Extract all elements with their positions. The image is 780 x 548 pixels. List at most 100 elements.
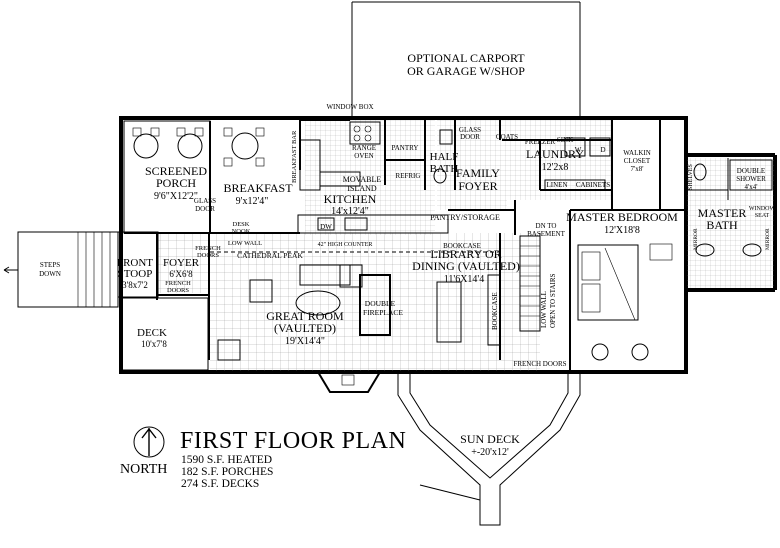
- movable-island-label-2: ISLAND: [347, 184, 377, 193]
- shelves-label: SHELVES: [688, 164, 694, 190]
- front-stoop-label-3: 3'8x7'2: [122, 280, 148, 290]
- breakfast-label-1: BREAKFAST: [223, 181, 293, 195]
- walkin-closet-label-1: WALKIN: [623, 149, 651, 157]
- pantry-label: PANTRY: [392, 144, 419, 152]
- dn-to-basement-label-2: BASEMENT: [527, 230, 565, 238]
- low-wall-top-label: LOW WALL: [228, 240, 262, 247]
- range-oven-label-2: OVEN: [354, 152, 373, 160]
- french-doors-left-label-1: FRENCH: [195, 245, 221, 252]
- screened-porch-label-2: PORCH: [156, 176, 196, 190]
- double-shower-label-3: 4'x4': [744, 183, 757, 191]
- plan-title: FIRST FLOOR PLAN: [180, 428, 407, 454]
- range-oven-label-1: RANGE: [352, 144, 376, 152]
- movable-island-label-1: MOVABLE: [343, 175, 382, 184]
- screened-porch-label-3: 9'6"X12'2": [154, 191, 198, 202]
- library-label-1: LIBRARY OR: [430, 247, 501, 261]
- foyer-label-1: FOYER: [163, 257, 200, 269]
- dn-to-basement-label-1: DN TO: [536, 222, 557, 230]
- bookcase-side-label: BOOKCASE: [491, 292, 499, 330]
- optional-carport-outline: [351, 1, 581, 120]
- area-stats: 1590 S.F. HEATED 182 S.F. PORCHES 274 S.…: [181, 454, 273, 490]
- low-wall-stairs-label-2: OPEN TO STAIRS: [549, 273, 557, 328]
- library-label-2: DINING (VAULTED): [412, 259, 520, 273]
- high-counter-label: 42" HIGH COUNTER: [318, 242, 373, 248]
- sink-label: SINK: [557, 136, 573, 144]
- screened-porch-label-1: SCREENED: [145, 164, 207, 178]
- carport-label-1: OPTIONAL CARPORT: [407, 51, 525, 65]
- stat-decks: 274 S.F. DECKS: [181, 478, 260, 490]
- master-bath-label-1: MASTER: [698, 206, 747, 220]
- breakfast-bar-label: BREAKFAST BAR: [291, 130, 298, 183]
- low-wall-stairs-label-1: LOW WALL: [540, 291, 548, 328]
- glass-door-top-label-2: DOOR: [460, 133, 480, 141]
- great-room-label-3: 19'X14'4": [285, 336, 325, 347]
- linen-label: LINEN: [547, 181, 568, 189]
- coats-label: COATS: [496, 133, 518, 141]
- mirror-right-label: MIRROR: [765, 228, 771, 250]
- sun-deck-label-1: SUN DECK: [460, 432, 520, 446]
- great-room-furniture: [217, 264, 501, 393]
- dw-label: DW: [320, 223, 332, 231]
- mirror-left-label: MIRROR: [693, 228, 699, 250]
- library-label-3: 11'6X14'4: [444, 274, 484, 285]
- north-arrow-icon: [133, 426, 165, 458]
- glass-door-porch-label-1: GLASS: [194, 197, 216, 205]
- deck-label-1: DECK: [137, 327, 167, 339]
- half-bath-label-2: BATH: [430, 163, 459, 175]
- master-bath-label-2: BATH: [706, 218, 738, 232]
- master-bedroom-label-1: MASTER BEDROOM: [566, 210, 678, 224]
- family-foyer-label-1: FAMILY: [456, 166, 500, 180]
- laundry-fixtures: [433, 129, 611, 191]
- title-block: FIRST FLOOR PLAN NORTH 1590 S.F. HEATED …: [118, 423, 418, 503]
- front-stoop-label-1: FRONT: [117, 257, 153, 269]
- front-deck: [119, 297, 209, 371]
- glass-door-porch-label-2: DOOR: [195, 205, 215, 213]
- double-fireplace-label-2: FIREPLACE: [363, 308, 403, 317]
- great-room-label-1: GREAT ROOM: [266, 309, 344, 323]
- half-bath-label-1: HALF: [430, 151, 459, 163]
- window-box-label: WINDOW BOX: [326, 103, 373, 111]
- foyer-label-3: FRENCH: [165, 280, 191, 287]
- stat-heated: 1590 S.F. HEATED: [181, 454, 273, 466]
- basement-stairs: [519, 235, 541, 332]
- screened-porch: [123, 120, 211, 234]
- breakfast-table: [223, 127, 265, 167]
- deck-label-2: 10'x7'8: [141, 339, 167, 349]
- glass-door-top-label-1: GLASS: [459, 126, 481, 134]
- double-fireplace-label-1: DOUBLE: [365, 299, 396, 308]
- walkin-closet-label-3: 7'x8': [630, 165, 643, 173]
- master-bedroom-label-2: 12'X18'8: [604, 225, 640, 236]
- cabinets-label: CABINETS: [576, 181, 610, 189]
- master-bath-fixtures: [693, 159, 773, 257]
- dryer-label: D: [600, 146, 605, 154]
- stat-porches: 182 S.F. PORCHES: [181, 466, 274, 478]
- north-label: NORTH: [120, 462, 168, 477]
- family-foyer-label-2: FOYER: [458, 179, 497, 193]
- breakfast-label-2: 9'x12'4": [236, 196, 269, 207]
- steps-down-label-2: DOWN: [39, 270, 61, 278]
- kitchen-label-1: KITCHEN: [324, 192, 377, 206]
- refrig-label: REFRIG: [396, 172, 421, 180]
- double-shower-label-1: DOUBLE: [737, 167, 765, 175]
- cathedral-peak-label: CATHEDRAL PEAK: [237, 251, 303, 260]
- walkin-closet-label-2: CLOSET: [624, 157, 651, 165]
- interior-walls: [156, 120, 729, 372]
- laundry-label-2: 12'2x8: [542, 162, 569, 173]
- pantry-storage-label: PANTRY/STORAGE: [430, 213, 500, 222]
- french-doors-bottom-label: FRENCH DOORS: [513, 360, 566, 368]
- desk-nook-label-2: NOOK: [232, 228, 251, 235]
- desk-nook-label-1: DESK: [233, 221, 250, 228]
- double-shower-label-2: SHOWER: [736, 175, 766, 183]
- kitchen-label-2: 14'x12'4": [331, 206, 369, 217]
- kitchen-counters: [297, 119, 449, 234]
- sun-deck-label-2: +-20'x12': [471, 447, 509, 458]
- laundry-label-1: LAUNDRY: [526, 147, 584, 161]
- window-seat-label-2: SEAT: [755, 213, 770, 219]
- french-doors-left-label-2: DOORS: [197, 252, 219, 259]
- freezer-label: FREEZER: [525, 138, 556, 146]
- master-bed: [577, 243, 673, 361]
- window-seat-label-1: WINDOW: [749, 206, 776, 212]
- front-stoop-steps: [3, 231, 159, 308]
- foyer-label-4: DOORS: [167, 287, 189, 294]
